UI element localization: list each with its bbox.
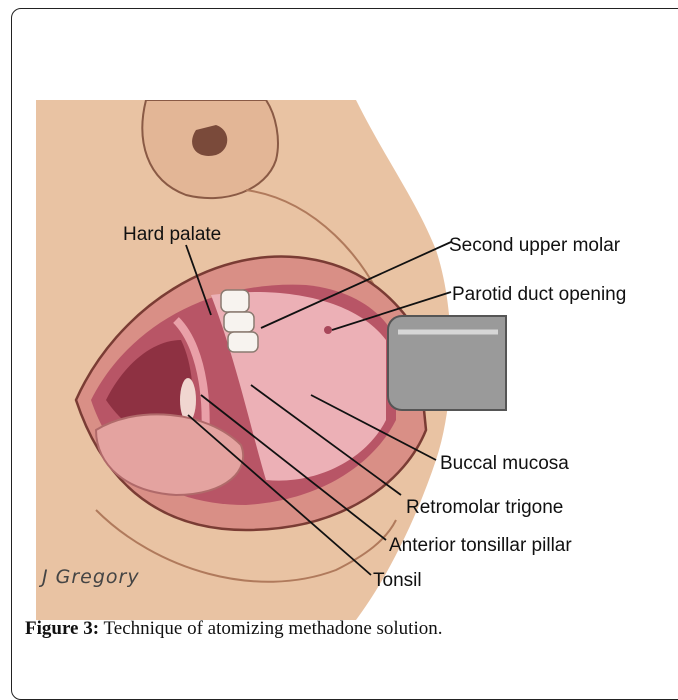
caption-text: Technique of atomizing methadone solutio…: [103, 618, 442, 639]
label-tonsil: Tonsil: [373, 570, 422, 591]
mouth-illustration: Hard palate Second upper molar Parotid d…: [36, 100, 678, 620]
parotid-duct: [324, 326, 332, 334]
label-anterior-tonsillar-pillar: Anterior tonsillar pillar: [389, 535, 572, 556]
caption-label: Figure 3:: [25, 618, 99, 639]
label-second-upper-molar: Second upper molar: [449, 235, 621, 256]
label-hard-palate: Hard palate: [123, 224, 221, 245]
artist-signature: J Gregory: [38, 566, 140, 588]
illustration-svg: Hard palate Second upper molar Parotid d…: [36, 100, 678, 620]
label-buccal-mucosa: Buccal mucosa: [440, 453, 569, 474]
label-retromolar-trigone: Retromolar trigone: [406, 497, 563, 518]
label-parotid-duct-opening: Parotid duct opening: [452, 284, 626, 305]
figure-caption: Figure 3: Technique of atomizing methado…: [25, 618, 443, 640]
